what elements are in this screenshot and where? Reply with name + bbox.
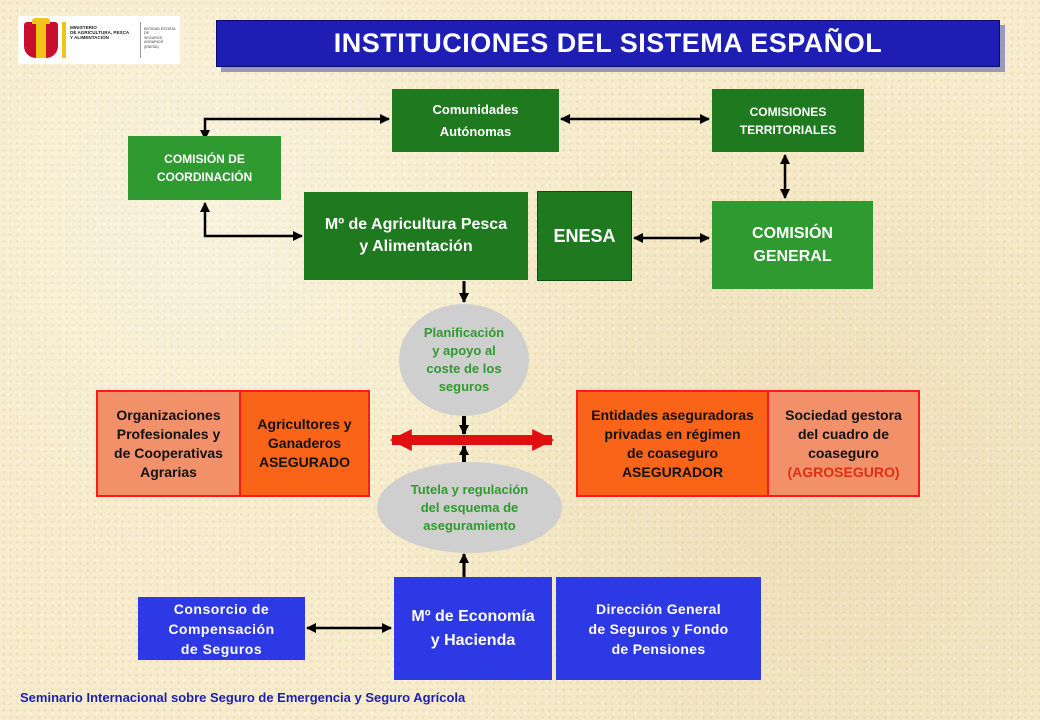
arrow-comunidades-coordinacion	[200, 114, 390, 140]
crown-icon	[32, 18, 50, 24]
agroseguro-label: (AGROSEGURO)	[787, 463, 900, 480]
node-comisiones-territoriales: COMISIONES TERRITORIALES	[712, 89, 864, 152]
footer-text: Seminario Internacional sobre Seguro de …	[20, 690, 466, 705]
arrow-coordinacion-ministerio	[200, 202, 303, 241]
node-planificacion: Planificación y apoyo al coste de los se…	[399, 304, 529, 416]
node-tutela: Tutela y regulación del esquema de asegu…	[377, 462, 562, 553]
node-comision-coordinacion: COMISIÓN DE COORDINACIÓN	[128, 136, 281, 200]
node-consorcio: Consorcio de Compensación de Seguros	[138, 597, 305, 660]
node-agricultores: Agricultores y Ganaderos ASEGURADO	[241, 390, 370, 497]
logo-entity-text: ENTIDAD ESTATAL DE SEGUROS AGRARIOS (ENE…	[144, 27, 176, 49]
node-direccion-general: Dirección General de Seguros y Fondo de …	[556, 577, 761, 680]
node-organizaciones: Organizaciones Profesionales y de Cooper…	[96, 390, 241, 497]
logo-ministry-text: MINISTERIO DE AGRICULTURA, PESCA Y ALIME…	[70, 25, 130, 41]
node-ministerio-economia: Mº de Economía y Hacienda	[394, 577, 552, 680]
coat-of-arms-icon	[24, 22, 58, 58]
page-title: INSTITUCIONES DEL SISTEMA ESPAÑOL	[216, 20, 1000, 67]
sociedad-gestora-label: Sociedad gestora del cuadro de coaseguro	[785, 406, 902, 461]
node-comision-general: COMISIÓN GENERAL	[712, 201, 873, 289]
node-enesa: ENESA	[537, 191, 632, 281]
ministry-logo: MINISTERIO DE AGRICULTURA, PESCA Y ALIME…	[18, 16, 180, 64]
node-comunidades-autonomas: Comunidades Autónomas	[392, 89, 559, 152]
node-ministerio-agricultura: Mº de Agricultura Pesca y Alimentación	[304, 192, 528, 280]
node-entidades-aseguradoras: Entidades aseguradoras privadas en régim…	[576, 390, 769, 497]
node-sociedad-gestora: Sociedad gestora del cuadro de coaseguro…	[769, 390, 920, 497]
